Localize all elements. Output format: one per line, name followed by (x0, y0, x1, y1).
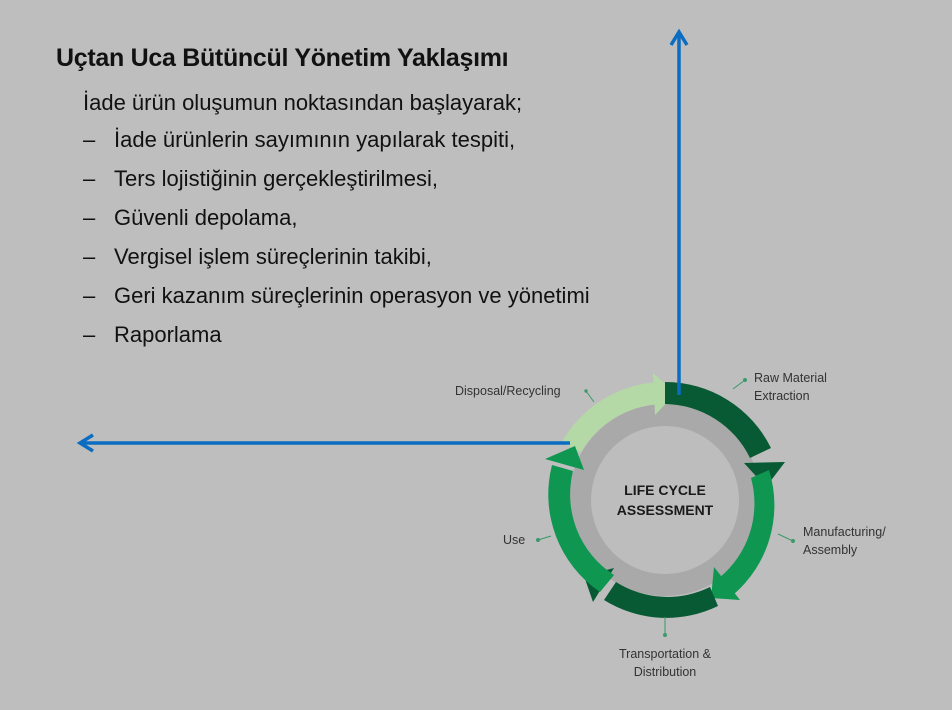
dash-marker: – (83, 166, 96, 191)
dash-marker: – (83, 283, 96, 308)
label-disposal: Disposal/Recycling (455, 384, 561, 398)
label-raw-material: Raw Material Extraction (754, 371, 827, 403)
bullet-item: –İade ürünlerin sayımının yapılarak tesp… (83, 127, 590, 166)
intro-text: İade ürün oluşumun noktasından başlayara… (83, 90, 523, 115)
bullet-item: –Raporlama (83, 322, 590, 361)
label-transportation: Transportation & Distribution (619, 647, 711, 679)
bullet-item: –Güvenli depolama, (83, 205, 590, 244)
slide-title: Uçtan Uca Bütüncül Yönetim Yaklaşımı (56, 44, 509, 72)
bullet-list: –İade ürünlerin sayımının yapılarak tesp… (83, 127, 590, 361)
dash-marker: – (83, 205, 96, 230)
dash-marker: – (83, 244, 96, 269)
dash-marker: – (83, 127, 96, 152)
center-label: LIFE CYCLE ASSESSMENT (616, 482, 714, 518)
up-arrow-icon (669, 28, 689, 395)
label-use: Use (503, 533, 526, 547)
bullet-item: –Ters lojistiğinin gerçekleştirilmesi, (83, 166, 590, 205)
transport-arrow-segment (584, 568, 718, 618)
label-manufacturing: Manufacturing/ Assembly (803, 525, 886, 557)
disposal-arrow-segment (561, 373, 676, 453)
bullet-item: –Geri kazanım süreçlerinin operasyon ve … (83, 283, 590, 322)
bullet-item: –Vergisel işlem süreçlerinin takibi, (83, 244, 590, 283)
left-arrow-icon (76, 433, 570, 453)
dash-marker: – (83, 322, 96, 347)
